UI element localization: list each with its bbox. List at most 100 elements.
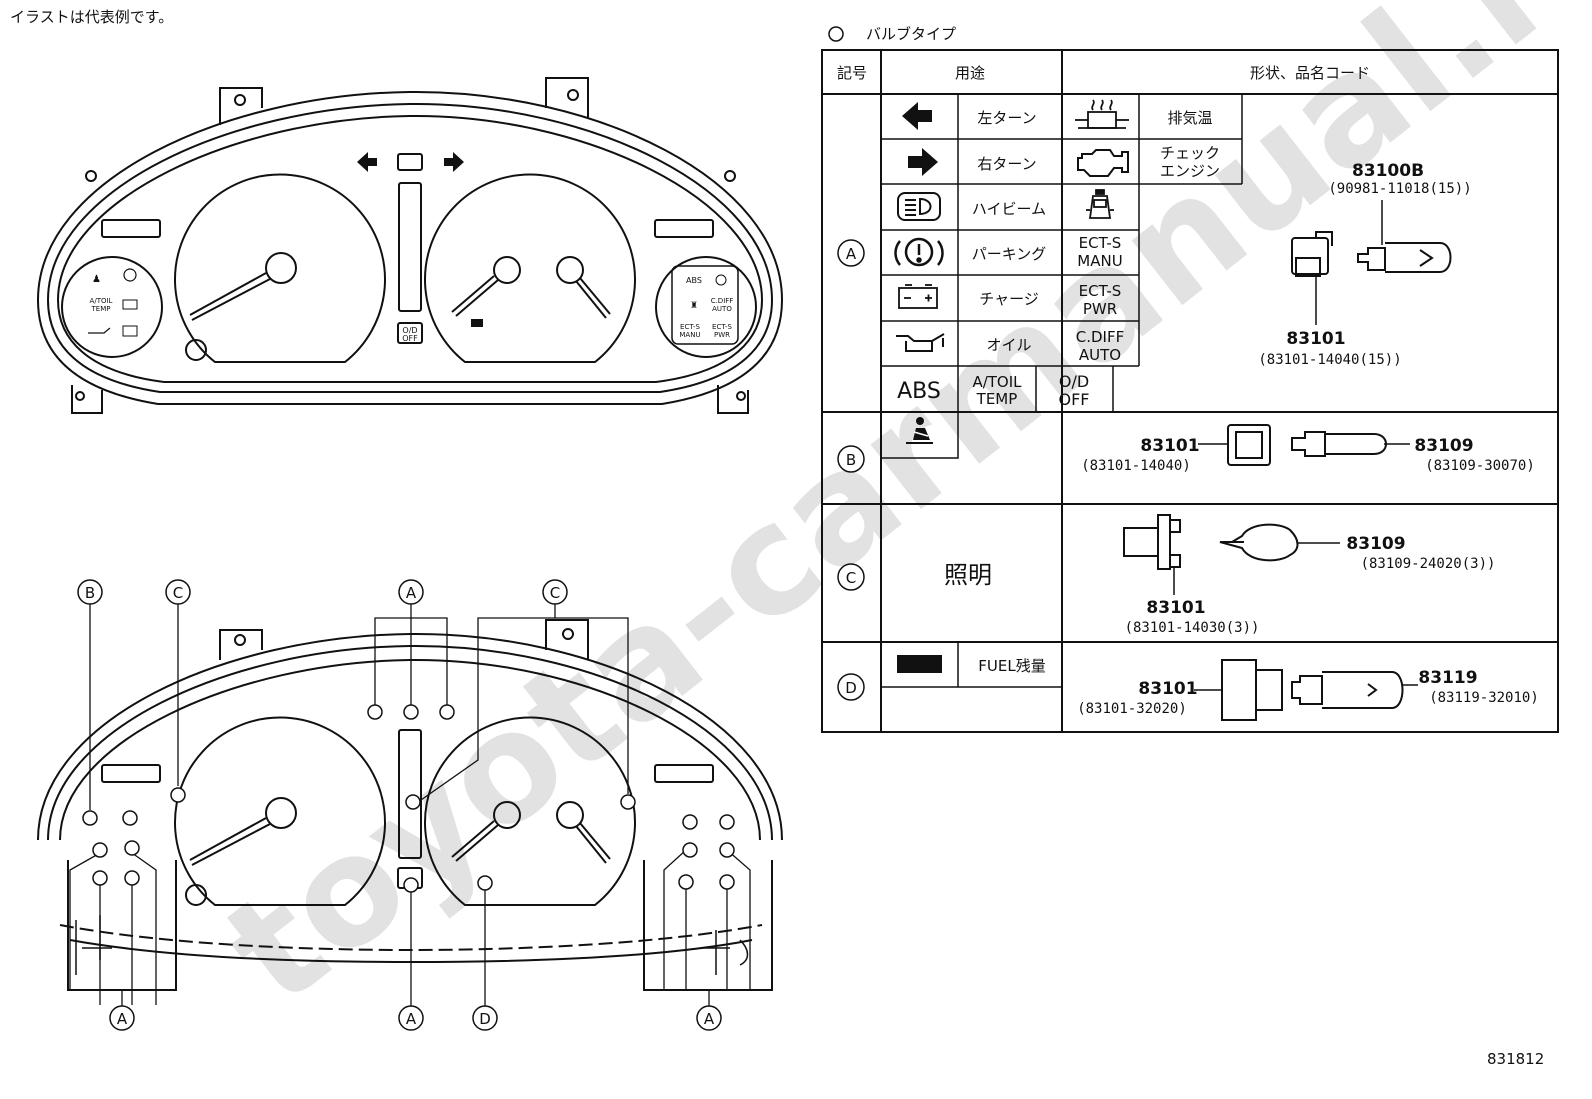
callout-bottom-a2: A — [406, 1010, 417, 1028]
battery-icon — [122, 299, 138, 310]
row-a-bulb-code: (90981-11018(15)) — [1328, 181, 1471, 197]
row-d-bulb-drawing — [1194, 659, 1418, 721]
pod-cdiff-label-2: AUTO — [712, 305, 732, 313]
row-d-socket-code: (83101-32020) — [1077, 701, 1187, 717]
use-high-beam: ハイビーム — [972, 200, 1046, 218]
row-c-bulb-drawing — [1123, 514, 1340, 595]
row-a-socket-part: 83101 — [1286, 329, 1345, 349]
pod-abs-label: ABS — [686, 276, 702, 285]
row-a-bulb-part: 83100B — [1352, 161, 1424, 181]
use-at-temp-2: TEMP — [976, 390, 1018, 408]
callout-top-b: B — [85, 584, 95, 602]
header-symbol: 記号 — [837, 64, 867, 82]
left-pod-icons: ♟ A/TOIL TEMP — [88, 268, 138, 337]
oil-icon — [896, 333, 945, 352]
oil-icon — [88, 327, 111, 334]
diagram-id: 831812 — [1487, 1050, 1545, 1068]
row-c-bulb-part: 83109 — [1346, 534, 1405, 554]
use-oil: オイル — [986, 336, 1031, 354]
use-right-turn: 右ターン — [977, 155, 1036, 173]
row-d-mark: D — [845, 679, 857, 697]
right-pod-panel: ABS ♜ C.DIFF AUTO ECT-S MANU ECT-S PWR — [671, 265, 739, 345]
row-b-bulb-drawing — [1198, 424, 1410, 466]
row-b-mark: B — [846, 451, 856, 469]
row-b-bulb-part: 83109 — [1414, 436, 1473, 456]
parking-brake-icon — [123, 268, 137, 282]
seatbelt-icon — [906, 417, 933, 444]
row-c-socket-part: 83101 — [1146, 598, 1205, 618]
callout-bottom-a3: A — [704, 1010, 715, 1028]
right-arrow-icon — [444, 152, 464, 172]
left-turn-icon — [902, 102, 932, 130]
row-d-socket-part: 83101 — [1138, 679, 1197, 699]
row-d-use: FUEL残量 — [978, 657, 1045, 675]
exhaust-temp-icon — [1075, 99, 1129, 129]
use-ect-pwr-2: PWR — [1083, 300, 1117, 318]
use-left-turn: 左ターン — [977, 109, 1036, 127]
use-ect-manu-2: MANU — [1077, 252, 1122, 270]
parking-brake-icon — [894, 237, 944, 267]
callout-bottom-d: D — [479, 1010, 491, 1028]
row-b-bulb-code: (83109-30070) — [1425, 458, 1535, 474]
pod-ectmanu-label-2: MANU — [679, 331, 700, 339]
high-beam-icon — [897, 192, 941, 221]
use-parking: パーキング — [972, 245, 1047, 263]
callout-top-c1: C — [173, 584, 183, 602]
pod-at-label-1: A/TOIL — [90, 297, 113, 305]
use-cdiff-2: AUTO — [1079, 346, 1121, 364]
use-at-temp-1: A/TOIL — [972, 373, 1022, 391]
callout-top-a: A — [406, 584, 417, 602]
cluster-turn-arrows — [357, 152, 464, 172]
use-check-engine-1: チェック — [1160, 144, 1220, 162]
illustration-note: イラストは代表例です。 — [10, 8, 174, 26]
bulb-positions — [82, 704, 735, 893]
use-charge: チャージ — [979, 290, 1039, 308]
use-exhaust-temp: 排気温 — [1167, 109, 1212, 127]
fuel-level-icon — [897, 655, 942, 673]
row-d-bulb-part: 83119 — [1418, 668, 1477, 688]
leader-lines — [69, 603, 751, 1006]
use-od-off-1: O/D — [1059, 372, 1089, 391]
row-a-mark: A — [846, 245, 857, 263]
cluster-od-label-2: OFF — [402, 334, 418, 343]
car-icon — [1086, 189, 1114, 219]
cluster-front-view — [36, 77, 784, 414]
legend-grid — [821, 49, 1559, 733]
row-b-socket-code: (83101-14040) — [1081, 458, 1191, 474]
row-c-socket-code: (83101-14030(3)) — [1125, 620, 1260, 636]
row-c-use: 照明 — [944, 561, 992, 589]
check-engine-icon — [1077, 149, 1129, 177]
callouts: B C A C A A D A — [77, 579, 722, 1031]
row-c-bulb-code: (83109-24020(3)) — [1361, 556, 1496, 572]
pod-car-icon: ♜ — [690, 301, 698, 311]
row-a-socket-code: (83101-14040(15)) — [1258, 352, 1401, 368]
abs-pod-icon — [122, 325, 138, 337]
use-check-engine-2: エンジン — [1160, 162, 1220, 180]
use-od-off-2: OFF — [1059, 390, 1090, 409]
header-use: 用途 — [955, 64, 985, 82]
pod-at-label-2: TEMP — [91, 305, 111, 313]
use-cdiff-1: C.DIFF — [1076, 328, 1124, 346]
cluster-od-label-1: O/D — [402, 326, 417, 335]
legend-title: バルブタイプ — [866, 25, 956, 43]
pod-ectmanu-label-1: ECT-S — [680, 323, 700, 331]
pod-cdiff-label-1: C.DIFF — [711, 297, 734, 305]
row-a-bulb-drawing — [1291, 200, 1452, 325]
row-b-socket-part: 83101 — [1140, 436, 1199, 456]
use-abs: ABS — [897, 379, 941, 404]
use-ect-manu-1: ECT-S — [1079, 234, 1122, 252]
callout-top-c2: C — [550, 584, 560, 602]
use-ect-pwr-1: ECT-S — [1079, 282, 1122, 300]
battery-icon — [898, 284, 938, 309]
row-c-mark: C — [846, 569, 856, 587]
legend-inner-grid — [880, 94, 1243, 688]
right-turn-icon — [908, 148, 938, 176]
header-shape: 形状、品名コード — [1250, 64, 1370, 82]
legend-title-circle — [828, 26, 844, 42]
row-d-bulb-code: (83119-32010) — [1429, 690, 1539, 706]
seatbelt-icon: ♟ — [92, 274, 101, 285]
pod-ectpwr-label-2: PWR — [714, 331, 730, 339]
left-arrow-icon — [357, 152, 377, 172]
pod-ectpwr-label-1: ECT-S — [712, 323, 732, 331]
